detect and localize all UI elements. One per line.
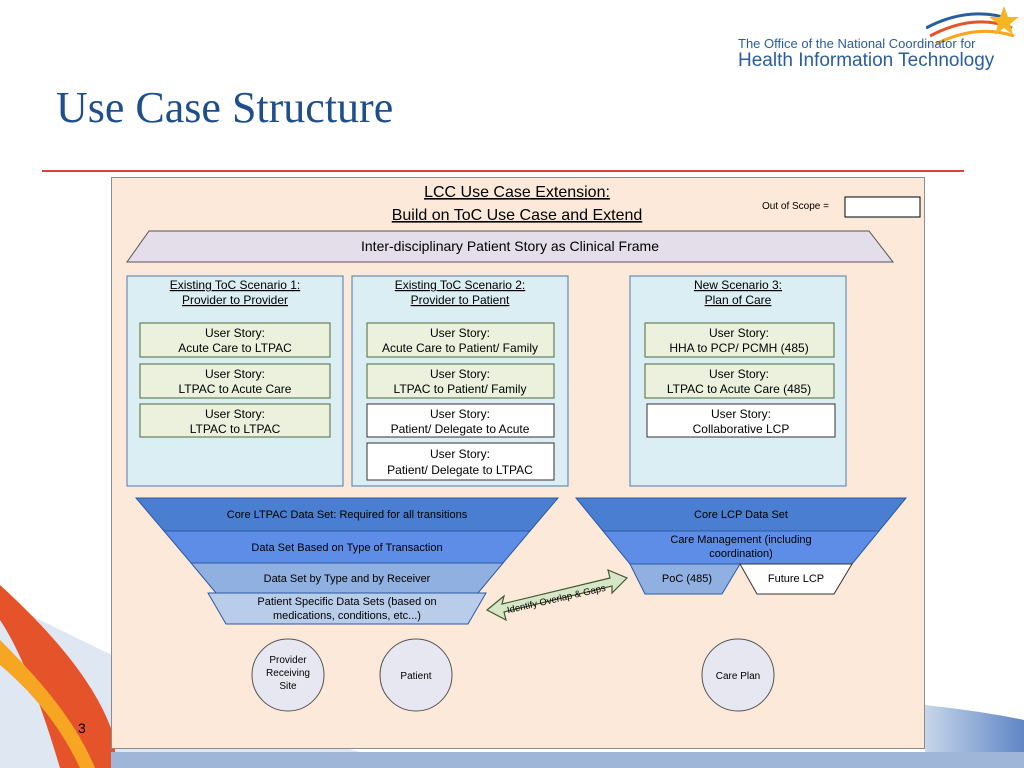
- story-text: Patient/ Delegate to Acute: [391, 422, 530, 436]
- red-swoosh: [0, 585, 115, 768]
- scenario-1-title-line2: Provider to Provider: [182, 293, 288, 307]
- logo-line1: The Office of the National Coordinator f…: [738, 36, 976, 51]
- story-ltpac-to-acute: [139, 363, 331, 399]
- story-text: HHA to PCP/ PCMH (485): [669, 341, 808, 355]
- overlap-arrow: Identify Overlap & Gaps: [485, 568, 629, 622]
- story-text: Acute Care to LTPAC: [178, 341, 292, 355]
- story-patient-to-acute: [366, 403, 555, 438]
- story-text: Patient/ Delegate to LTPAC: [387, 463, 533, 477]
- funnel-future-lcp-text: Future LCP: [768, 573, 824, 585]
- story-label: User Story:: [430, 367, 490, 381]
- ltpac-data-funnel: Core LTPAC Data Set: Required for all tr…: [134, 497, 560, 625]
- story-label: User Story:: [205, 367, 265, 381]
- logo-line2: Health Information Technology: [738, 50, 995, 71]
- diagram-panel: LCC Use Case Extension: Build on ToC Use…: [111, 177, 925, 749]
- title-rule: [42, 170, 964, 172]
- story-text: Collaborative LCP: [693, 422, 790, 436]
- out-of-scope-label: Out of Scope =: [762, 201, 829, 212]
- story-acute-to-ltpac: [139, 322, 331, 358]
- story-hha-to-pcp: [644, 322, 835, 358]
- funnel-care-management-line2: coordination): [709, 548, 773, 560]
- scenario-3-title-line1: New Scenario 3:: [694, 278, 782, 292]
- scenario-1: Existing ToC Scenario 1: Provider to Pro…: [126, 275, 344, 487]
- story-text: LTPAC to Patient/ Family: [394, 382, 527, 396]
- story-label: User Story:: [430, 326, 490, 340]
- logo-swoosh-icon: [926, 6, 1019, 46]
- story-text: Acute Care to Patient/ Family: [382, 341, 538, 355]
- story-acute-to-patient: [366, 322, 555, 358]
- diagram-title-line2: Build on ToC Use Case and Extend: [392, 207, 643, 224]
- story-label: User Story:: [711, 407, 771, 421]
- story-label: User Story:: [430, 447, 490, 461]
- story-text: LTPAC to Acute Care (485): [667, 382, 811, 396]
- scenario-2-title-line2: Provider to Patient: [411, 293, 510, 307]
- story-label: User Story:: [205, 326, 265, 340]
- scenario-2-title-line1: Existing ToC Scenario 2:: [395, 278, 526, 292]
- care-plan-circle: [701, 638, 775, 712]
- scenario-3: New Scenario 3: Plan of Care User Story:…: [629, 275, 847, 487]
- story-label: User Story:: [430, 407, 490, 421]
- funnel-patient-specific-line2: medications, conditions, etc...): [273, 610, 421, 622]
- story-label: User Story:: [709, 326, 769, 340]
- funnel-core-lcp-text: Core LCP Data Set: [694, 509, 788, 521]
- clinical-frame-banner: [126, 230, 895, 263]
- slide-title: Use Case Structure: [56, 83, 394, 132]
- scenario-3-title-line2: Plan of Care: [705, 293, 772, 307]
- funnel-type-receiver-text: Data Set by Type and by Receiver: [264, 573, 431, 585]
- provider-line3: Site: [279, 681, 297, 692]
- scenario-1-title-line1: Existing ToC Scenario 1:: [170, 278, 301, 292]
- patient-label: Patient: [400, 671, 431, 682]
- funnel-type-transaction-text: Data Set Based on Type of Transaction: [251, 542, 442, 554]
- story-ltpac-to-patient: [366, 363, 555, 399]
- double-arrow-shape: [485, 568, 629, 622]
- patient-circle: [379, 638, 453, 712]
- story-text: LTPAC to Acute Care: [179, 382, 292, 396]
- funnel-core-ltpac-text: Core LTPAC Data Set: Required for all tr…: [227, 509, 468, 521]
- receiver-circles: Provider Receiving Site Patient Care Pla…: [251, 638, 775, 712]
- use-case-diagram: LCC Use Case Extension: Build on ToC Use…: [126, 184, 921, 712]
- care-plan-label: Care Plan: [716, 671, 760, 682]
- story-text: LTPAC to LTPAC: [190, 422, 281, 436]
- story-ltpac-to-ltpac: [139, 403, 331, 438]
- provider-line2: Receiving: [266, 668, 310, 679]
- story-collaborative-lcp: [646, 403, 836, 438]
- banner-text: Inter-disciplinary Patient Story as Clin…: [361, 238, 659, 254]
- funnel-care-management-line1: Care Management (including: [670, 534, 811, 546]
- funnel-poc-485-text: PoC (485): [662, 573, 712, 585]
- funnel-poc-485: [629, 563, 741, 595]
- funnel-patient-specific: [207, 592, 487, 625]
- page-number: 3: [78, 720, 86, 736]
- provider-receiving-site-circle: [251, 638, 325, 712]
- out-of-scope-swatch: [844, 196, 921, 218]
- funnel-patient-specific-line1: Patient Specific Data Sets (based on: [257, 596, 436, 608]
- onc-logo: The Office of the National Coordinator f…: [730, 6, 1020, 76]
- bottom-band: [111, 752, 1024, 768]
- story-ltpac-to-acute-485: [644, 363, 835, 399]
- provider-line1: Provider: [269, 655, 307, 666]
- story-label: User Story:: [205, 407, 265, 421]
- scenario-2: Existing ToC Scenario 2: Provider to Pat…: [351, 275, 569, 487]
- story-patient-to-ltpac: [366, 442, 555, 481]
- lcp-data-funnel: Core LCP Data Set Care Management (inclu…: [574, 497, 908, 595]
- orange-swoosh: [0, 640, 95, 768]
- story-label: User Story:: [709, 367, 769, 381]
- diagram-title-line1: LCC Use Case Extension:: [424, 184, 610, 201]
- funnel-future-lcp: [739, 563, 853, 595]
